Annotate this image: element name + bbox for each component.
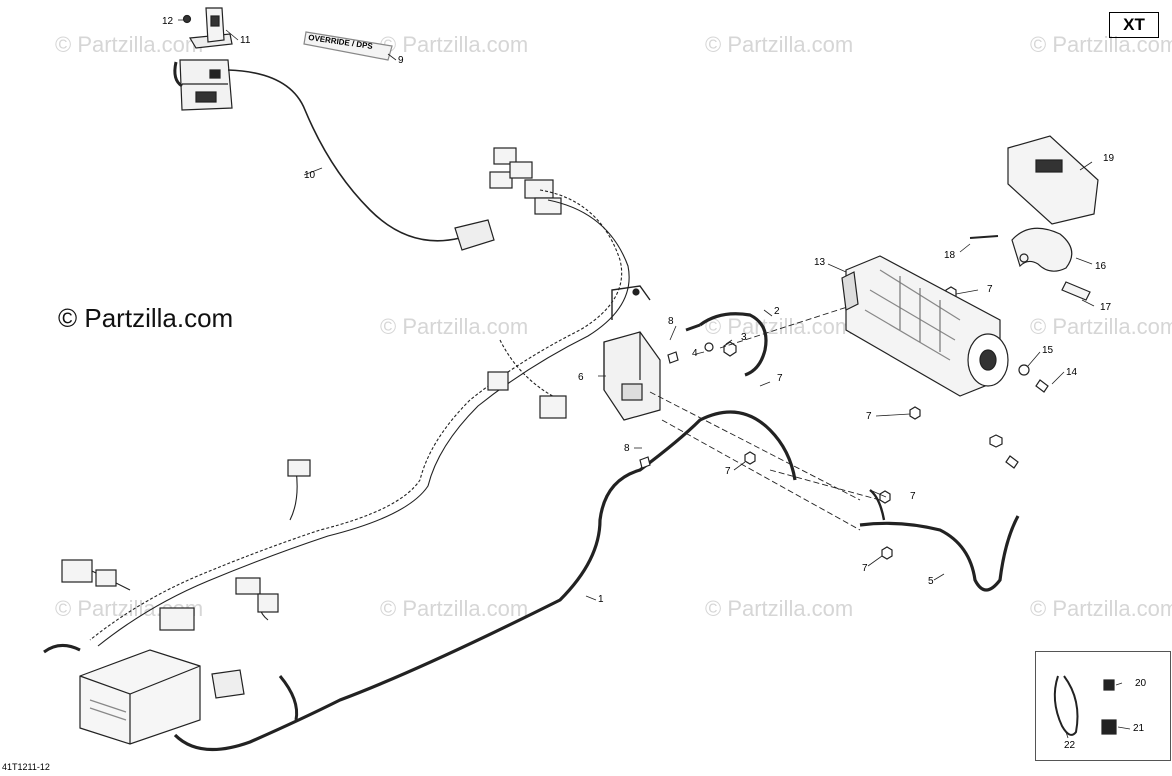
callout-9: 9 xyxy=(398,55,404,66)
hook-pin xyxy=(1061,281,1091,301)
callout-15: 15 xyxy=(1042,345,1054,356)
watermark: © Partzilla.com xyxy=(380,32,529,57)
watermark: © Partzilla.com xyxy=(1030,314,1172,339)
callout-4: 4 xyxy=(692,348,698,359)
callout-5: 5 xyxy=(928,576,934,587)
switch-cable xyxy=(227,69,461,242)
callout-6: 6 xyxy=(578,372,584,383)
drawing-code: 41T1211-12 xyxy=(2,762,50,772)
watermark: © Partzilla.com xyxy=(380,596,529,621)
callout-7-e: 7 xyxy=(866,411,872,422)
variant-badge: XT xyxy=(1109,12,1159,38)
winch-cable-2 xyxy=(699,312,768,377)
callout-leaders xyxy=(178,19,1131,739)
roller-fairlead-bracket xyxy=(1007,135,1099,225)
callout-2: 2 xyxy=(774,306,780,317)
callout-10: 10 xyxy=(304,170,316,181)
watermark: © Partzilla.com xyxy=(55,32,204,57)
callout-8-lower: 8 xyxy=(624,443,630,454)
small-parts-inset xyxy=(1035,651,1171,761)
callout-1: 1 xyxy=(598,594,604,605)
cable-connector xyxy=(454,219,495,251)
watermark: © Partzilla.com xyxy=(380,314,529,339)
override-switch xyxy=(173,59,233,111)
winch-motor xyxy=(841,255,1009,397)
watermark: © Partzilla.com xyxy=(705,32,854,57)
callout-11: 11 xyxy=(240,35,251,46)
callout-7-f: 7 xyxy=(987,284,993,295)
callout-7-a: 7 xyxy=(777,373,783,384)
callout-20: 20 xyxy=(1135,678,1147,689)
watermark: © Partzilla.com xyxy=(1030,596,1172,621)
callout-17: 17 xyxy=(1100,302,1112,313)
winch-hook xyxy=(1011,227,1073,272)
callout-14: 14 xyxy=(1066,367,1078,378)
harness-connectors-upper xyxy=(489,147,562,215)
winch-cable-5 xyxy=(859,515,1020,592)
winch-contactor xyxy=(603,285,661,421)
callout-21: 21 xyxy=(1133,723,1145,734)
override-dps-label-tag xyxy=(303,31,393,61)
watermark: © Partzilla.com xyxy=(705,596,854,621)
fasteners-cluster xyxy=(639,286,1049,560)
watermark: © Partzilla.com xyxy=(1030,32,1172,57)
callout-8-upper: 8 xyxy=(668,316,674,327)
watermark: © Partzilla.com xyxy=(705,314,854,339)
switch-bracket xyxy=(182,7,233,49)
battery-cable xyxy=(173,410,797,752)
callout-16: 16 xyxy=(1095,261,1107,272)
callout-13: 13 xyxy=(814,257,826,268)
brand-label: © Partzilla.com xyxy=(58,303,234,333)
callout-3: 3 xyxy=(741,332,747,343)
inset-parts xyxy=(1053,675,1117,736)
callout-7-b: 7 xyxy=(725,466,731,477)
hook-clevis-pin xyxy=(969,235,999,239)
callout-7-c: 7 xyxy=(910,491,916,502)
callout-19: 19 xyxy=(1103,153,1115,164)
callout-7-d: 7 xyxy=(862,563,868,574)
harness-connectors-lower xyxy=(43,371,567,654)
callout-22: 22 xyxy=(1064,740,1076,751)
battery xyxy=(79,649,201,745)
callout-12: 12 xyxy=(162,16,174,27)
callout-18: 18 xyxy=(944,250,956,261)
battery-connector xyxy=(211,669,245,699)
